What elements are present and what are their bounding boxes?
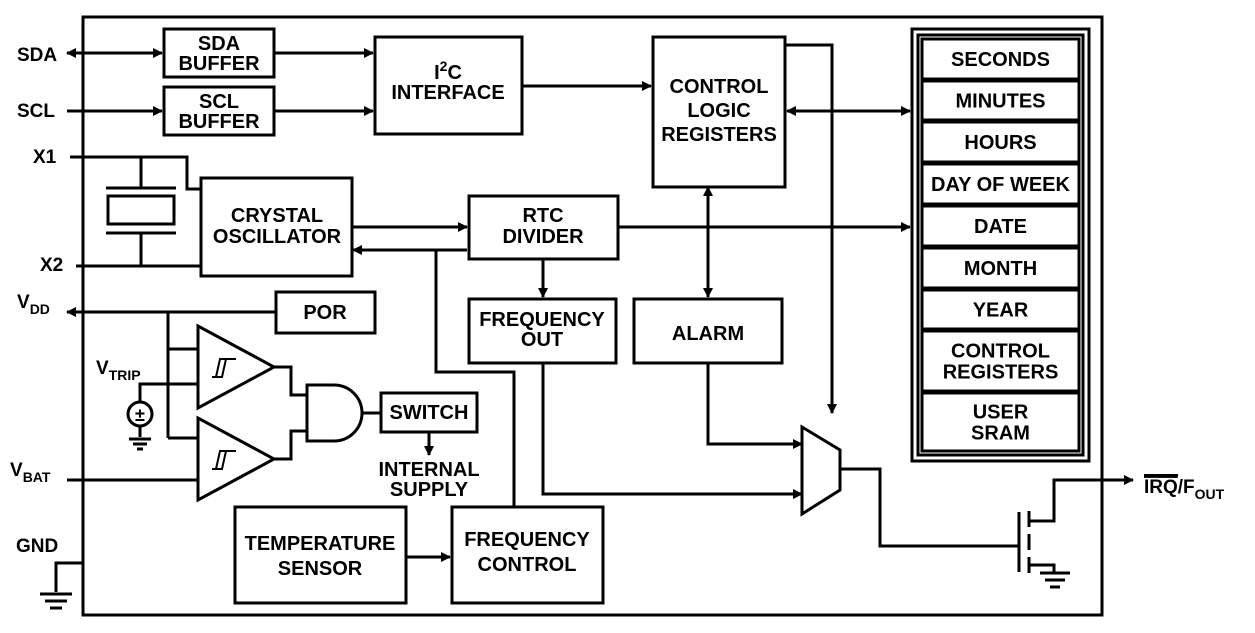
register-rows: SECONDS MINUTES HOURS DAY OF WEEK DATE MONTH Y… — [920, 37, 1081, 453]
i2c-interface: I2C INTERFACE — [373, 35, 524, 136]
rtc-divider-line1: RTC — [522, 205, 563, 227]
register-label: HOURS — [964, 132, 1036, 154]
ground-icon — [1040, 571, 1070, 589]
rtc-divider: RTC DIVIDER — [467, 194, 620, 261]
comp2-to-and-wire — [274, 429, 307, 461]
register-label: MONTH — [964, 258, 1037, 280]
switch-block: SWITCH — [379, 391, 479, 434]
register-cell — [920, 246, 1081, 290]
temperature-sensor: TEMPERATURE SENSOR — [233, 505, 408, 605]
register-label: SRAM — [971, 423, 1030, 445]
internal-supply: INTERNAL SUPPLY — [378, 459, 479, 501]
mux-to-transistor-wire — [840, 467, 1019, 548]
comparator-vbat — [196, 415, 278, 503]
battery-polarity: ± — [135, 405, 145, 425]
chip-outline — [81, 15, 1104, 617]
crystal-icon — [106, 186, 176, 235]
frequency-control: FREQUENCY CONTROL — [450, 505, 605, 605]
register-stack: SECONDS MINUTES HOURS DAY OF WEEK DATE MONTH Y… — [910, 27, 1091, 463]
freq-control-feedback-wire — [434, 250, 516, 507]
transistor-source-wire — [1029, 563, 1056, 572]
pin-vbat: VBAT — [10, 460, 51, 485]
frequency-out-line1: FREQUENCY — [479, 309, 605, 331]
register-label: CONTROL — [951, 341, 1050, 363]
comparator-vdd — [196, 323, 278, 411]
pin-scl: SCL — [17, 101, 55, 122]
sda-buffer-line1: SDA — [198, 33, 240, 55]
register-label: DATE — [974, 216, 1027, 238]
register-label: YEAR — [973, 300, 1029, 322]
pin-x2: X2 — [40, 255, 63, 276]
sda-buffer-line2: BUFFER — [178, 53, 260, 75]
freq-control-line1: FREQUENCY — [464, 529, 590, 551]
scl-buffer-line1: SCL — [199, 91, 239, 113]
control-logic-line3: REGISTERS — [661, 124, 777, 146]
register-cell — [920, 162, 1081, 206]
rtc-divider-line2: DIVIDER — [502, 226, 584, 248]
register-label: DAY OF WEEK — [931, 174, 1070, 196]
por-label: POR — [303, 302, 347, 324]
scl-buffer: SCL BUFFER — [162, 85, 276, 137]
temp-sensor-line1: TEMPERATURE — [245, 533, 396, 555]
switch-label: SWITCH — [390, 402, 469, 424]
freq-control-line2: CONTROL — [478, 554, 577, 576]
pin-irq-fout: IRQ/FOUT — [1144, 477, 1225, 502]
register-cell — [920, 120, 1081, 164]
temp-sensor-line2: SENSOR — [278, 558, 363, 580]
register-label: MINUTES — [956, 91, 1046, 113]
alarm-to-mux-wire — [706, 363, 803, 449]
pin-vdd: VDD — [17, 292, 50, 317]
alarm-block: ALARM — [632, 297, 784, 365]
oscillator-line2: OSCILLATOR — [213, 226, 342, 248]
register-label: USER — [973, 402, 1029, 424]
i2c-title: I2C — [434, 58, 462, 84]
por-block: POR — [274, 290, 377, 335]
transistor-drain-wire — [1029, 475, 1134, 523]
sda-buffer: SDA BUFFER — [162, 27, 276, 79]
label-vtrip: VTRIP — [96, 358, 141, 383]
control-logic-line2: LOGIC — [687, 100, 750, 122]
crystal-oscillator: CRYSTAL OSCILLATOR — [199, 176, 354, 278]
wires — [54, 43, 1134, 592]
alarm-label: ALARM — [672, 323, 744, 345]
register-cell — [920, 288, 1081, 331]
gnd-wire — [54, 561, 83, 592]
freq-out-to-mux-wire — [541, 363, 803, 499]
register-cell — [920, 329, 1081, 393]
x1-wire — [70, 155, 201, 191]
control-logic-registers: CONTROL LOGIC REGISTERS — [651, 35, 787, 189]
register-cell — [920, 204, 1081, 248]
battery-icon: ± — [126, 400, 154, 428]
multiplexer — [800, 424, 842, 517]
vtrip-wire — [138, 382, 198, 402]
ground-icon — [129, 437, 151, 451]
register-label: REGISTERS — [943, 362, 1059, 384]
ground-icon — [40, 592, 72, 610]
register-label: SECONDS — [951, 49, 1050, 71]
control-logic-to-mux-wire — [785, 43, 837, 414]
i2c-line2: INTERFACE — [391, 82, 504, 104]
scl-buffer-line2: BUFFER — [178, 111, 260, 133]
frequency-out-line2: OUT — [521, 329, 563, 351]
pin-sda: SDA — [17, 45, 57, 66]
and-gate — [305, 383, 364, 443]
oscillator-line1: CRYSTAL — [231, 205, 323, 227]
frequency-out: FREQUENCY OUT — [467, 297, 618, 365]
control-logic-line1: CONTROL — [670, 76, 769, 98]
register-cell — [920, 391, 1081, 453]
internal-supply-line2: SUPPLY — [390, 479, 469, 501]
internal-supply-line1: INTERNAL — [378, 459, 479, 481]
pin-x1: X1 — [33, 147, 57, 168]
pin-gnd: GND — [16, 536, 58, 557]
register-cell — [920, 79, 1081, 122]
comp1-to-and-wire — [274, 365, 307, 397]
register-cell — [920, 37, 1081, 81]
